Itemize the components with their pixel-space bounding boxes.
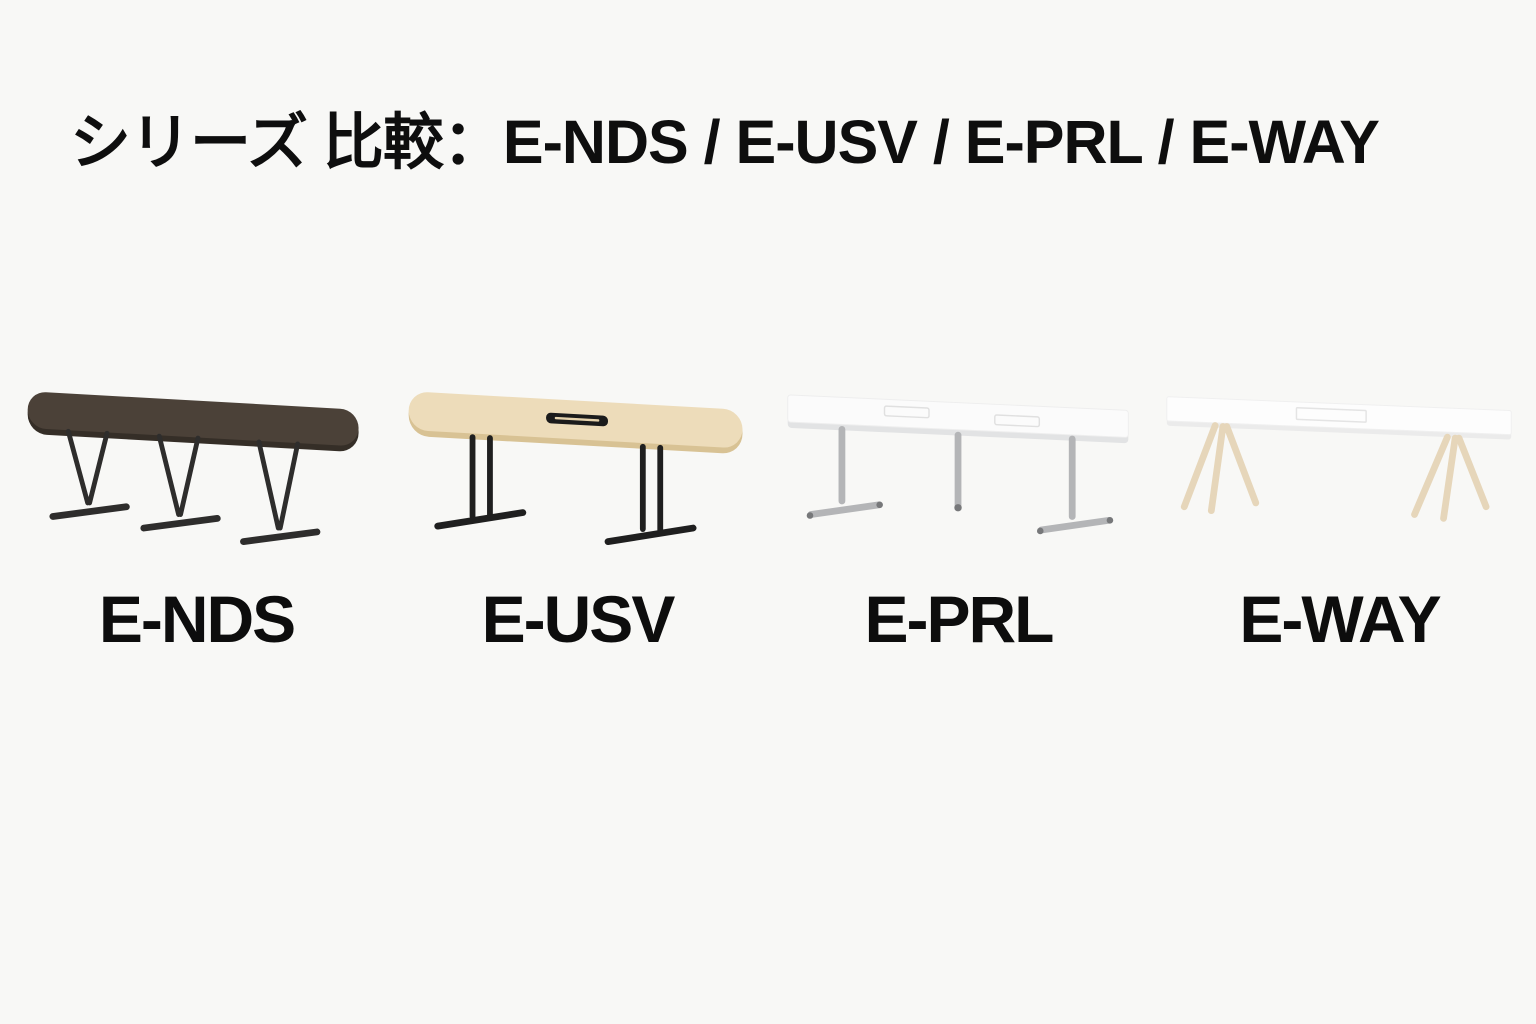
e-usv-table-image [408,392,742,546]
e-way-tabletop [1165,396,1512,440]
product-e-usv: E-USV [387,381,768,652]
e-nds-table-image [27,392,359,546]
e-way-wood-legs [1180,422,1489,522]
cable-hatch-outlines [883,405,1040,428]
comparison-page: シリーズ 比較：E-NDS / E-USV / E-PRL / E-WAY E-… [0,92,1536,652]
product-label-e-prl: E-PRL [864,582,1055,656]
e-usv-t-legs [433,434,697,546]
e-nds-tabletop [27,392,359,452]
e-usv-tabletop [408,392,742,454]
product-e-prl: E-PRL [768,381,1149,652]
cable-hatch [545,412,608,427]
product-label-e-way: E-WAY [1239,582,1441,656]
e-nds-v-legs [48,428,320,546]
e-prl-tabletop [786,394,1129,444]
product-comparison-row: E-NDS [0,381,1536,652]
product-e-nds: E-NDS [6,381,387,652]
e-way-table-image [1165,396,1512,522]
page-title: シリーズ 比較：E-NDS / E-USV / E-PRL / E-WAY [70,108,1380,176]
e-prl-foot-caps [806,501,1113,535]
cable-hatch-outline [1295,407,1367,423]
product-e-way: E-WAY [1149,381,1530,652]
e-prl-table-image [786,394,1129,535]
e-prl-silver-legs [807,425,1112,534]
product-label-e-nds: E-NDS [98,582,296,656]
product-label-e-usv: E-USV [481,582,676,656]
